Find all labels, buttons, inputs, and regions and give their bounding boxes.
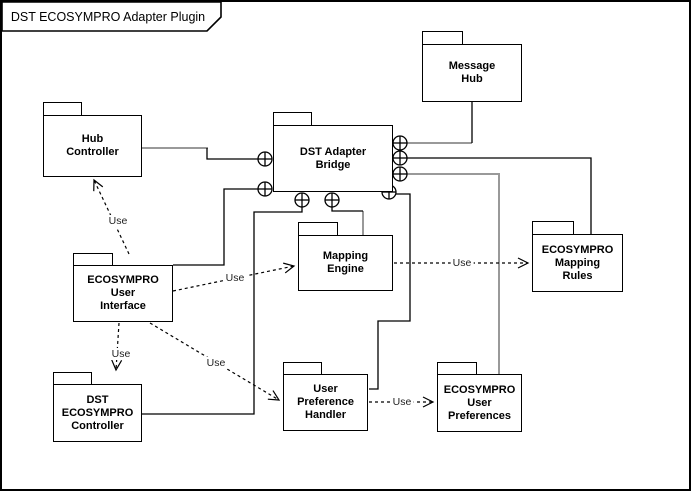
package-tab <box>532 221 574 235</box>
interface-port-icon <box>324 192 340 208</box>
interface-port-icon <box>392 166 408 182</box>
bridge-ports <box>257 135 408 208</box>
interface-port-icon <box>392 150 408 166</box>
package-label: Hub Controller <box>43 115 142 177</box>
interface-port-icon <box>392 135 408 151</box>
diagram-title: DST ECOSYMPRO Adapter Plugin <box>10 10 206 24</box>
package-tab <box>273 112 312 126</box>
use-label: Use <box>450 257 474 269</box>
black-link-segments <box>142 102 592 415</box>
package-label: Message Hub <box>422 44 522 102</box>
interface-port-icon <box>257 151 273 167</box>
package-ecosympro-mapping-rules[interactable]: ECOSYMPRO Mapping Rules <box>532 221 623 292</box>
package-tab <box>422 31 463 45</box>
package-dst-ecosympro-controller[interactable]: DST ECOSYMPRO Controller <box>53 372 142 442</box>
link-hubcontroller-bridge <box>206 148 258 160</box>
use-ui-hubcontroller <box>93 178 130 255</box>
package-mapping-engine[interactable]: Mapping Engine <box>298 222 393 291</box>
package-message-hub[interactable]: Message Hub <box>422 31 522 102</box>
interface-port-icon <box>294 192 310 208</box>
link-bridge-userpreferences <box>407 173 500 374</box>
use-label: Use <box>223 272 247 284</box>
package-label: DST Adapter Bridge <box>273 125 393 192</box>
package-label: ECOSYMPRO Mapping Rules <box>532 234 623 292</box>
package-dst-adapter-bridge[interactable]: DST Adapter Bridge <box>273 112 393 192</box>
link-bridge-mappingrules <box>407 157 592 235</box>
use-label: Use <box>106 215 130 227</box>
link-bridge-preferencehandler <box>369 193 411 390</box>
use-label: Use <box>390 396 414 408</box>
use-ui-preferencehandler <box>149 322 281 401</box>
link-bridge-userinterface <box>173 188 258 266</box>
link-bridge-mappingengine <box>331 207 363 212</box>
frame-title-tab <box>2 2 222 32</box>
package-tab <box>298 222 338 236</box>
package-tab <box>43 102 82 116</box>
package-label: User Preference Handler <box>283 374 368 431</box>
package-user-preference-handler[interactable]: User Preference Handler <box>283 362 368 431</box>
package-label: ECOSYMPRO User Preferences <box>437 374 522 432</box>
gray-link-segments <box>142 142 500 374</box>
link-bridge-dstcontroller <box>142 207 303 415</box>
package-hub-controller[interactable]: Hub Controller <box>43 102 142 177</box>
use-label: Use <box>109 348 133 360</box>
use-ui-dstcontroller <box>111 322 123 372</box>
use-label: Use <box>204 357 228 369</box>
package-ecosympro-user-interface[interactable]: ECOSYMPRO User Interface <box>73 253 173 322</box>
package-label: Mapping Engine <box>298 235 393 291</box>
interface-port-icon <box>257 181 273 197</box>
package-ecosympro-user-preferences[interactable]: ECOSYMPRO User Preferences <box>437 362 522 432</box>
package-label: DST ECOSYMPRO Controller <box>53 384 142 442</box>
package-label: ECOSYMPRO User Interface <box>73 265 173 322</box>
